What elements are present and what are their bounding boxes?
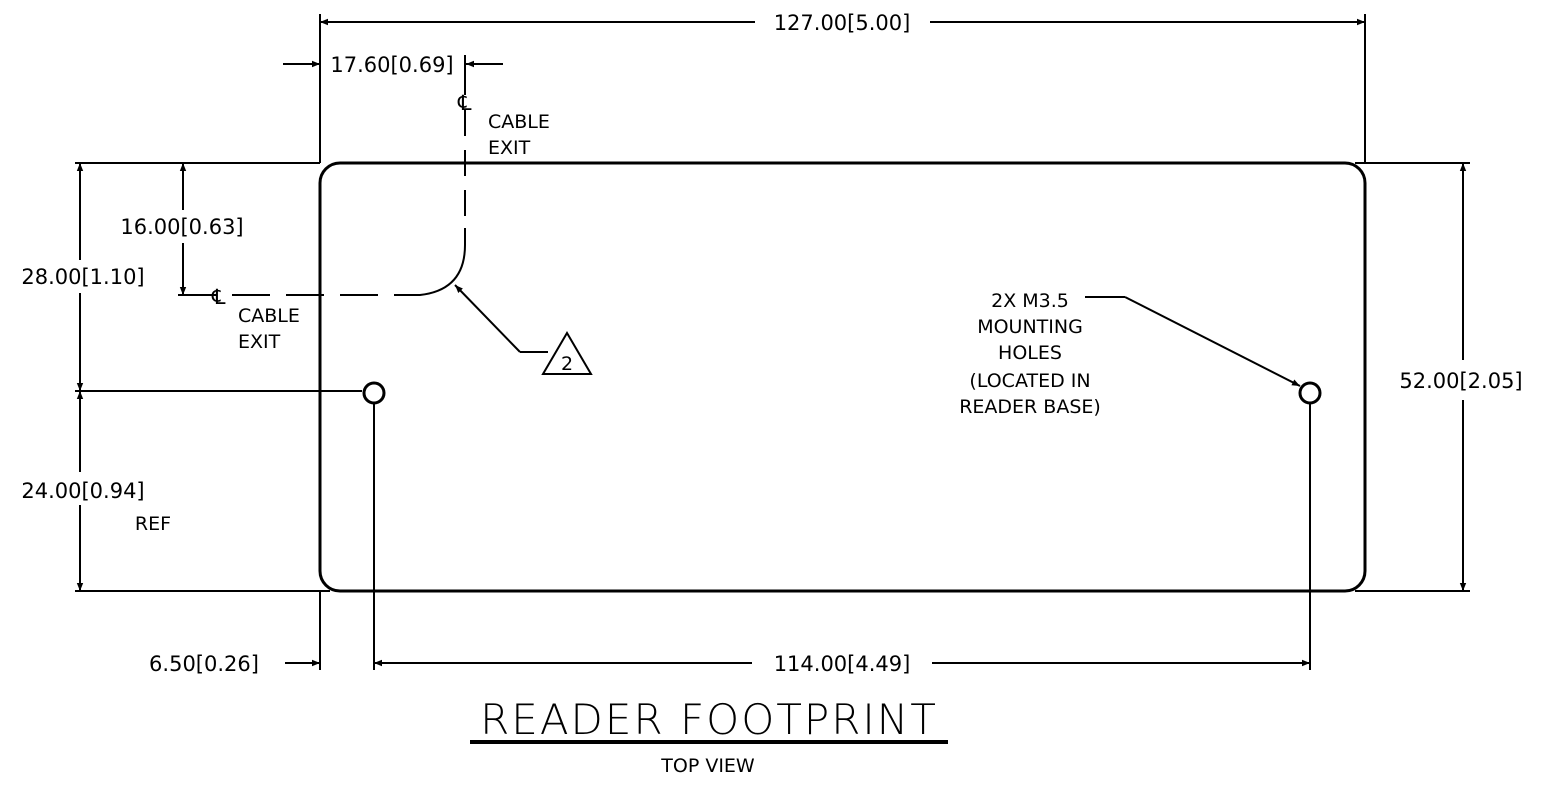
mounting-holes-note: 2X M3.5 MOUNTING HOLES (LOCATED IN READE…: [959, 290, 1301, 418]
bottom-dimensions: 6.50[0.26] 114.00[4.49]: [149, 652, 1310, 676]
hole-from-bottom-label: 24.00[0.94]: [21, 479, 144, 503]
note-line: MOUNTING: [977, 316, 1083, 338]
cable-exit-left-line1: CABLE: [238, 305, 300, 327]
cable-exit-top-line1: CABLE: [488, 111, 550, 133]
overall-height-dimension: 52.00[2.05]: [1355, 162, 1523, 592]
drawing-title: READER FOOTPRINT: [480, 695, 938, 744]
note-line: HOLES: [998, 342, 1062, 364]
hole-from-top-label: 28.00[1.10]: [21, 265, 144, 289]
mounting-hole-right: [1298, 381, 1322, 405]
note-line: (LOCATED IN: [969, 370, 1090, 392]
drawing-subtitle: TOP VIEW: [660, 755, 755, 777]
cable-exit-left-line2: EXIT: [238, 331, 281, 353]
hole-spacing-label: 114.00[4.49]: [774, 652, 911, 676]
centerline-icon: ℄: [211, 285, 226, 309]
reader-outline: [318, 161, 1367, 593]
mounting-hole-left: [362, 381, 386, 405]
overall-width-dimension: 127.00[5.00]: [319, 11, 1366, 163]
note-callout-2: 2: [454, 284, 593, 375]
overall-width-label: 127.00[5.00]: [774, 11, 911, 35]
note-number: 2: [561, 353, 573, 375]
left-dimensions: 16.00[0.63] 28.00[1.10] 24.00[0.94] REF: [21, 162, 362, 592]
cable-bend: [400, 228, 466, 296]
note-line: READER BASE): [959, 396, 1101, 418]
cable-exit-y-label: 16.00[0.63]: [120, 215, 243, 239]
hole-from-edge-label: 6.50[0.26]: [149, 652, 259, 676]
overall-height-label: 52.00[2.05]: [1399, 369, 1522, 393]
cable-exit-x-dimension: 17.60[0.69]: [283, 53, 503, 95]
centerline-icon: ℄: [457, 91, 472, 115]
cable-exit-top-line2: EXIT: [488, 137, 531, 159]
ref-label: REF: [135, 513, 171, 535]
note-line: 2X M3.5: [991, 290, 1069, 312]
cable-exit-x-label: 17.60[0.69]: [330, 53, 453, 77]
